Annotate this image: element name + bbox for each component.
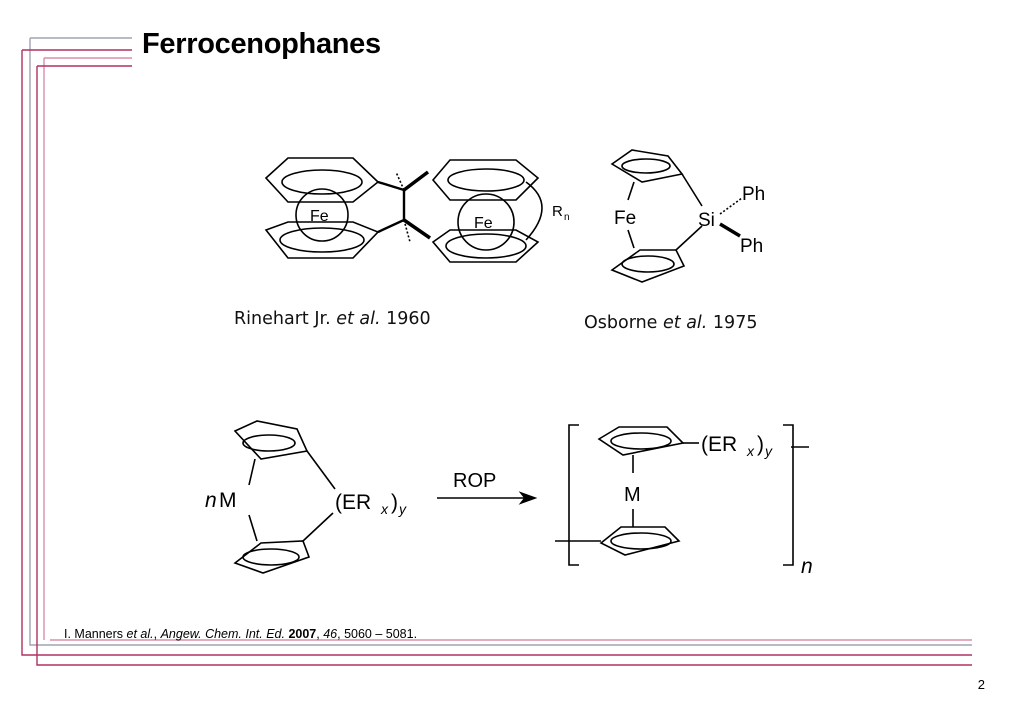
cp-ring-right-top-inner [447, 168, 525, 192]
cp-ring-bottom [610, 249, 686, 283]
reference-citation: I. Manners et al., Angew. Chem. Int. Ed.… [64, 627, 418, 641]
monomer-y-sub: y [398, 501, 407, 517]
rinehart-caption: Rinehart Jr. et al. 1960 [234, 309, 431, 329]
ph-wedge-bond [719, 222, 741, 238]
rop-arrow-head [518, 491, 538, 505]
cp-ring-left-top-inner [281, 169, 363, 195]
cp-ring-right-bottom [431, 229, 540, 263]
polymer-close-paren: ) [757, 433, 764, 456]
rinehart-structure: Fe Fe R n [264, 157, 570, 263]
fe-bond-bottom [627, 229, 635, 249]
monomer-close-paren: ) [391, 491, 398, 514]
monomer-m-bond-bottom [248, 514, 258, 542]
cp-ring-right-top [431, 159, 540, 201]
bridge-bond [377, 180, 406, 234]
monomer-er-bond-top [306, 450, 336, 490]
cp-ring-left-bottom-inner [279, 227, 365, 253]
polymer-y-sub: y [764, 443, 773, 459]
ph-hash-bond [719, 197, 743, 215]
polymer-cp-top [597, 426, 685, 456]
r-subscript: n [564, 212, 570, 223]
monomer-cp-bottom [233, 540, 311, 574]
si-bond-bottom [675, 225, 703, 251]
frame-line-red-1 [21, 50, 972, 656]
monomer-cp-top [233, 420, 309, 460]
rop-scheme: n M (ER x ) y ROP M (ER x ) y n [205, 420, 813, 578]
polymer-bracket-right [783, 424, 794, 566]
fe-circle-right [457, 193, 515, 251]
ph-label-bottom: Ph [740, 236, 763, 257]
polymer-cp-bottom [599, 526, 681, 556]
osborne-caption: Osborne et al. 1975 [584, 313, 758, 333]
osborne-structure: Fe Si Ph Ph [610, 149, 765, 283]
monomer-m-bond-top [248, 458, 256, 486]
cp-ring-top [610, 149, 684, 183]
page-number: 2 [977, 677, 985, 692]
fe-label-left: Fe [310, 208, 329, 225]
polymer-er-label: (ER [701, 433, 737, 456]
monomer-x-sub: x [380, 501, 389, 517]
frame-line-gray-1 [29, 38, 972, 646]
hash-bond-top [395, 171, 405, 191]
fe-circle-left [295, 188, 349, 242]
r-label: R [552, 203, 563, 220]
rn-bridge-arc [525, 181, 543, 241]
si-bond-top [681, 173, 703, 207]
monomer-n-label: n [205, 489, 217, 512]
rop-arrow-label: ROP [453, 470, 496, 492]
polymer-cp-bottom-inner [610, 532, 672, 550]
cp-ring-top-inner [621, 158, 671, 174]
monomer-er-label: (ER [335, 491, 371, 514]
fe-bond-top [627, 181, 635, 201]
cp-ring-right-bottom-inner [445, 233, 527, 259]
frame-line-red-2 [36, 66, 972, 666]
cp-ring-bottom-inner [621, 255, 675, 273]
fe-label: Fe [614, 208, 636, 229]
wedge-bond-bottom [403, 218, 431, 240]
monomer-cp-top-inner [242, 434, 296, 452]
polymer-metal-label: M [624, 484, 641, 506]
polymer-x-sub: x [746, 443, 755, 459]
slide-title: Ferrocenophanes [142, 28, 381, 60]
polymer-n-label: n [801, 555, 813, 578]
ph-label-top: Ph [742, 184, 765, 205]
monomer-cp-bottom-inner [242, 548, 300, 566]
si-label: Si [698, 210, 715, 231]
polymer-bracket-left [568, 424, 579, 566]
wedge-bond-top [402, 170, 430, 192]
fe-label-right: Fe [474, 215, 493, 232]
monomer-er-bond-bottom [302, 512, 334, 542]
monomer-metal-label: M [219, 489, 237, 512]
polymer-cp-top-inner [610, 432, 672, 450]
